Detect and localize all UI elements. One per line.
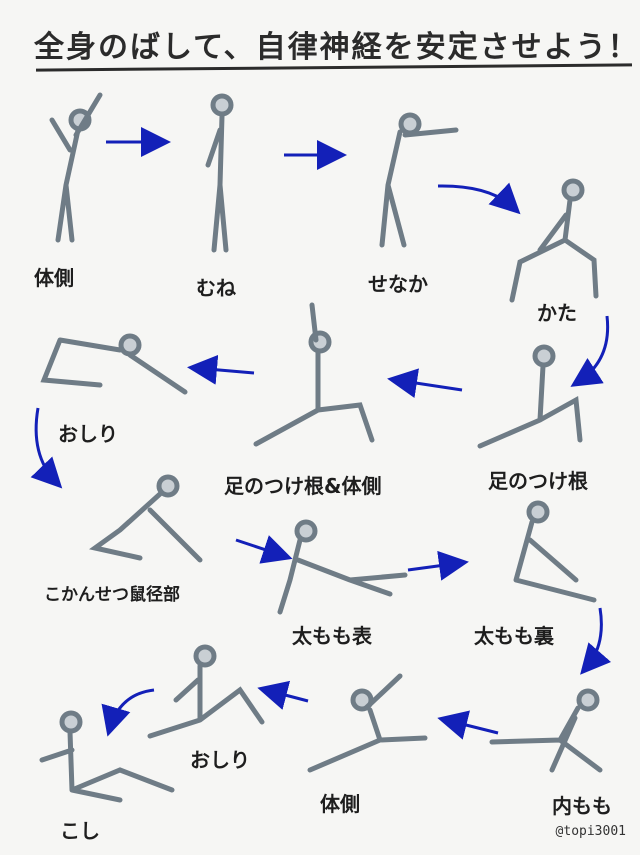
label-stretch-2: むね [196,276,236,300]
label-stretch-9: 太もも表 [292,624,372,648]
label-stretch-12: 体側 [320,792,360,816]
arrow-9 [407,550,469,581]
figure-side-2 [307,673,428,773]
figure-glutes-1 [40,333,188,395]
label-stretch-14: こし [60,819,100,843]
figure-hip-flexor-side [253,302,375,447]
arrow-7 [30,407,63,489]
figure-shoulder [509,178,599,303]
label-stretch-6: 足のつけ根&体側 [224,474,382,498]
label-stretch-4: かた [537,301,577,325]
arrow-5 [387,368,463,398]
arrow-10 [580,607,612,675]
arrow-6 [187,354,255,385]
figure-inner-thigh [489,688,603,773]
figure-lower-back [39,710,175,803]
figure-hip-flexor [477,344,583,449]
label-stretch-7: おしり [58,422,118,446]
label-stretch-13: おしり [190,748,250,772]
arrow-3 [437,182,521,215]
page-title: 全身のばして、自律神経を安定させよう！ [34,30,640,65]
figure-side-bend [49,92,103,243]
author-credit: @topi3001 [555,824,626,839]
figure-quad [277,519,408,615]
figure-glutes-2 [147,644,265,739]
figure-back [379,112,459,248]
label-stretch-11: 内もも [552,794,612,818]
arrow-4 [570,315,610,387]
label-stretch-5: 足のつけ根 [488,469,588,493]
arrow-11 [437,710,499,740]
arrow-13 [101,688,155,737]
label-stretch-3: せなか [368,272,428,296]
figure-hamstring [513,500,597,603]
label-stretch-10: 太もも裏 [474,624,554,648]
label-stretch-8: こかんせつ鼠径部 [44,585,180,605]
label-stretch-1: 体側 [34,266,74,290]
figure-groin [89,474,203,563]
figure-chest [205,93,234,253]
arrow-8 [235,535,293,564]
arrow-12 [257,680,309,710]
